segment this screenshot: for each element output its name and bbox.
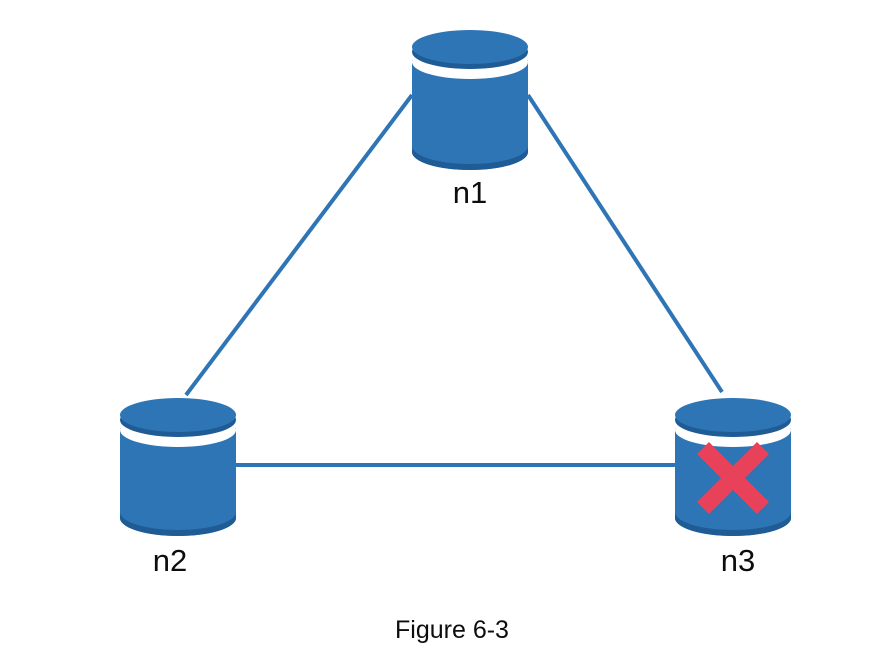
red-x-icon: [696, 441, 770, 515]
red-x-stroke-b: [696, 441, 770, 515]
node-n3[interactable]: n3: [675, 398, 791, 578]
node-n2[interactable]: n2: [120, 398, 236, 578]
node-n2-label: n2: [153, 543, 187, 578]
node-n2-body: [120, 428, 236, 536]
node-n1-bottom-rim: [412, 146, 528, 170]
node-n3-bottom-rim: [675, 512, 791, 536]
node-n1-body: [412, 60, 528, 170]
node-n2-bottom-rim: [120, 512, 236, 536]
edge-n1-n2: [184, 93, 414, 397]
edge-layer: [184, 93, 724, 467]
node-n1-label: n1: [453, 175, 487, 210]
node-n1-lid-top: [412, 30, 528, 64]
figure-caption: Figure 6-3: [395, 616, 509, 644]
node-n3-label: n3: [721, 543, 755, 578]
node-n1[interactable]: n1: [412, 30, 528, 210]
edge-n1-n3: [526, 93, 724, 394]
node-n3-lid-top: [675, 398, 791, 432]
node-n2-lid-top: [120, 398, 236, 432]
